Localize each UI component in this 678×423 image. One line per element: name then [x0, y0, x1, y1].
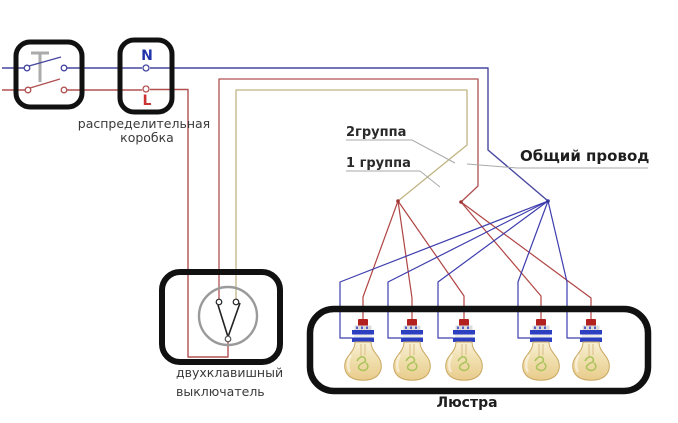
common-to-bulb1 [339, 200, 549, 339]
chandelier-bulbs [343, 317, 611, 382]
switch-box [159, 269, 283, 365]
breaker-terminal [60, 86, 68, 94]
breaker-terminal [60, 64, 68, 72]
bulb-2 [392, 317, 432, 382]
bulb-3 [444, 317, 484, 382]
leader-lines [346, 139, 648, 188]
terminal-n-label: N [141, 48, 153, 64]
distribution-internals: N L [141, 48, 153, 109]
distribution-caption-line1: распределительная [78, 116, 210, 131]
group1-label: 1 группа [346, 156, 411, 171]
breaker-terminal [24, 86, 32, 94]
bulb-1 [343, 317, 383, 382]
group2-wire-path [235, 89, 468, 299]
group1-leader [346, 170, 441, 188]
switch-terminal [232, 298, 240, 306]
common-wire-label: Общий провод [520, 147, 649, 165]
common-leader [466, 163, 648, 169]
wires [2, 67, 592, 358]
common-to-bulb4 [517, 200, 549, 339]
switch-terminal [215, 298, 223, 306]
distribution-caption-line2: коробка [120, 130, 174, 145]
fan-left-to-bulb1 [362, 200, 399, 319]
group1-wire-path [218, 78, 479, 299]
breaker-internals [23, 51, 68, 94]
group2-wire [235, 89, 468, 299]
labels: распределительная коробка 2группа 1 груп… [78, 116, 650, 411]
junction-group1 [459, 200, 463, 204]
group1-wire [218, 78, 479, 299]
switch-contact-v-icon [217, 302, 241, 338]
breaker-terminal [23, 64, 31, 72]
group2-label: 2группа [346, 125, 406, 140]
junction-common [546, 199, 550, 203]
bulb-4 [521, 317, 561, 382]
bulb-5 [571, 317, 611, 382]
l-terminal-dot [142, 85, 150, 93]
breaker-blade-bottom [29, 78, 61, 89]
distribution-box [117, 37, 175, 115]
breaker-blade-top [28, 56, 62, 67]
breaker-handle-icon [31, 51, 49, 82]
switch-caption-line1: двухклавишный [176, 365, 283, 380]
junction-group2 [396, 199, 400, 203]
breaker-box [13, 39, 85, 110]
chandelier-box [306, 305, 652, 395]
common-to-bulb3 [437, 200, 549, 339]
switch-caption-line2: выключатель [176, 384, 265, 399]
boxes [13, 37, 652, 395]
n-terminal-dot [142, 64, 150, 72]
group2-leader [346, 139, 456, 164]
terminal-l-label: L [143, 93, 152, 109]
switch-terminal [224, 335, 232, 343]
switch-rotor-circle [197, 285, 259, 347]
chandelier-caption: Люстра [436, 395, 497, 411]
common-fan-wires [339, 200, 580, 339]
switch-internals [197, 285, 259, 347]
